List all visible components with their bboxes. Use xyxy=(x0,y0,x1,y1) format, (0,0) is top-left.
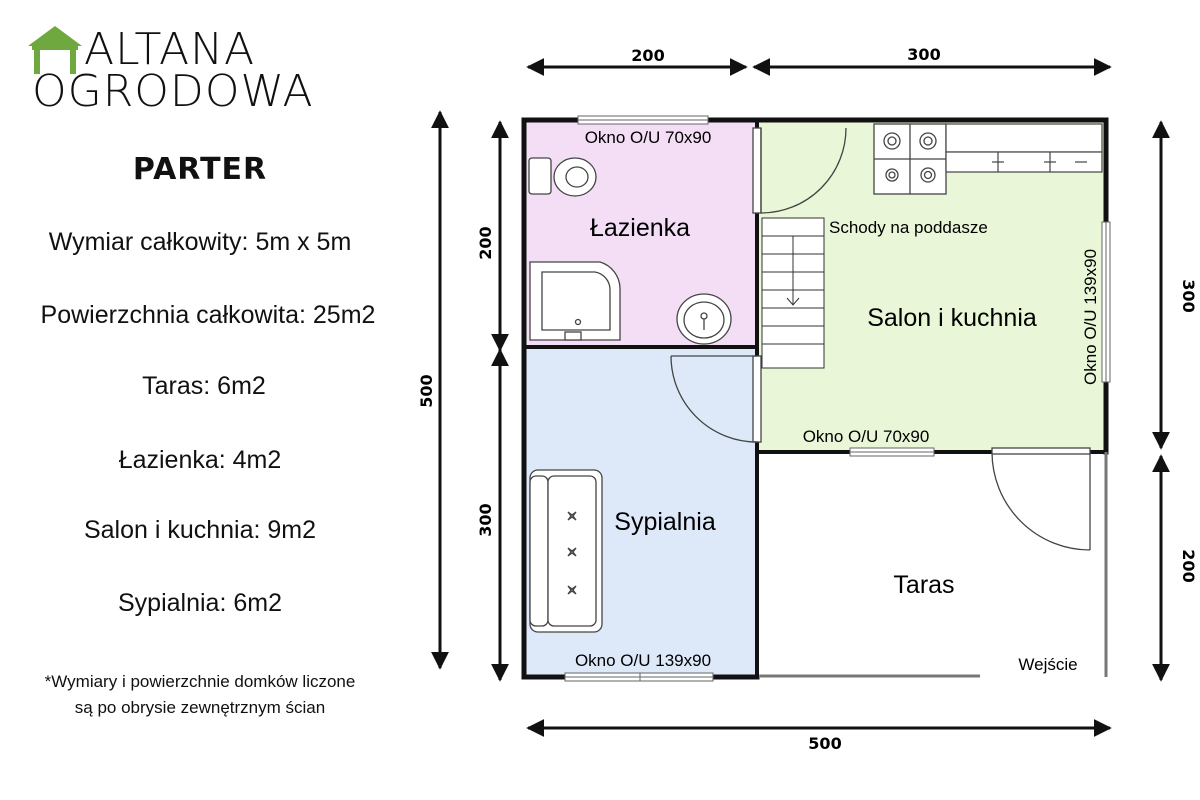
room-label-bedroom: Sypialnia xyxy=(614,508,716,536)
dim-left-total: 500 xyxy=(417,374,436,407)
stairs xyxy=(761,217,825,369)
stat-living: Salon i kuchnia: 9m2 xyxy=(83,516,317,544)
stove-icon xyxy=(873,123,947,195)
stat-bedroom: Sypialnia: 6m2 xyxy=(118,589,282,617)
dim-left-upper: 200 xyxy=(476,226,495,259)
info-panel: ALTANA OGRODOWA PARTER Wymiar całkowity:… xyxy=(0,0,420,800)
dim-top-left: 200 xyxy=(631,46,664,65)
stat-total-area: Powierzchnia całkowita: 25m2 xyxy=(40,301,376,329)
sink-icon xyxy=(676,293,732,345)
toilet-icon xyxy=(528,157,597,197)
kitchen-counter xyxy=(945,123,1103,173)
footnote: *Wymiary i powierzchnie domków liczone s… xyxy=(0,669,400,721)
stat-total-size: Wymiar całkowity: 5m x 5m xyxy=(48,228,352,256)
living-window-bottom-label: Okno O/U 70x90 xyxy=(803,427,930,446)
windows xyxy=(564,115,1111,682)
dim-bottom: 500 xyxy=(808,734,841,753)
entrance-label: Wejście xyxy=(1018,655,1077,674)
bed-icon xyxy=(529,469,603,633)
altana-ogrodowa-logo: ALTANA OGRODOWA xyxy=(26,22,326,117)
doors xyxy=(670,127,1091,551)
footnote-line1: *Wymiary i powierzchnie domków liczone xyxy=(44,672,356,691)
bath-window-label: Okno O/U 70x90 xyxy=(585,128,712,147)
dim-left-lower: 300 xyxy=(476,503,495,536)
stairs-label: Schody na poddasze xyxy=(829,218,988,237)
gazebo-logo-icon xyxy=(28,26,82,74)
shower-icon xyxy=(529,261,621,341)
plan-title: PARTER xyxy=(132,152,268,187)
living-window-side-label: Okno O/U 139x90 xyxy=(1081,249,1100,385)
room-label-living: Salon i kuchnia xyxy=(867,304,1037,332)
dimension-lines xyxy=(431,58,1170,737)
logo-line2: OGRODOWA xyxy=(32,66,314,117)
terrace-rails xyxy=(760,452,1108,678)
dim-right-upper: 300 xyxy=(1179,279,1198,312)
stat-terrace: Taras: 6m2 xyxy=(142,372,266,400)
room-label-bathroom: Łazienka xyxy=(590,214,690,242)
dim-right-lower: 200 xyxy=(1179,549,1198,582)
footnote-line2: są po obrysie zewnętrznym ścian xyxy=(74,698,326,717)
room-label-terrace: Taras xyxy=(893,571,954,599)
dim-top-right: 300 xyxy=(907,45,940,64)
logo-line1: ALTANA xyxy=(84,24,256,75)
stat-bathroom: Łazienka: 4m2 xyxy=(118,446,282,474)
bedroom-window-label: Okno O/U 139x90 xyxy=(575,651,711,670)
